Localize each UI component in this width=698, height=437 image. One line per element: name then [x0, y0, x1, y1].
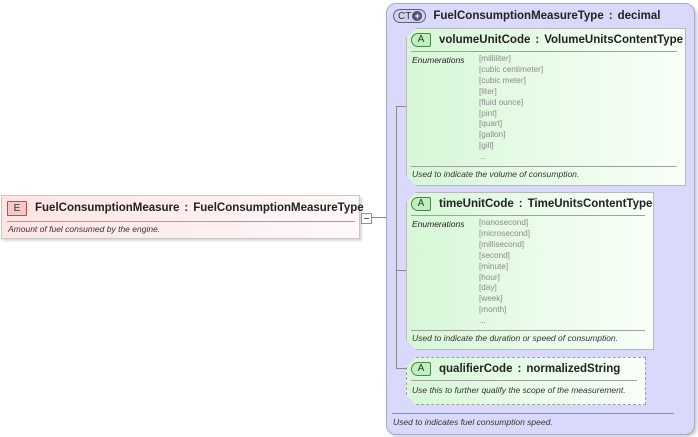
- enumerations-label: Enumerations: [412, 55, 465, 65]
- enum-item: [liter]: [479, 86, 497, 96]
- divider: [411, 380, 637, 381]
- enum-item-ellipsis: ...: [479, 316, 486, 326]
- enumeration-list: [nanosecond] [microsecond] [millisecond]…: [479, 218, 530, 327]
- enum-item: [minute]: [479, 261, 509, 271]
- element-title: E FuelConsumptionMeasure : FuelConsumpti…: [7, 200, 364, 216]
- attribute-type: TimeUnitsContentType: [527, 198, 653, 210]
- enumeration-list: [milliliter] [cubic centimeter] [cubic m…: [479, 54, 543, 163]
- enum-item: [gallon]: [479, 130, 506, 140]
- element-type: FuelConsumptionMeasureType: [193, 202, 364, 214]
- type-separator: :: [535, 34, 540, 46]
- enum-item: [pint]: [479, 108, 497, 118]
- attribute-name: timeUnitCode: [439, 198, 514, 210]
- attribute-title: A volumeUnitCode : VolumeUnitsContentTyp…: [411, 32, 683, 48]
- divider: [7, 221, 355, 222]
- element-name: FuelConsumptionMeasure: [35, 202, 180, 214]
- complex-type-documentation: Used to indicates fuel consumption speed…: [393, 417, 553, 427]
- attribute-documentation: Used to indicate the duration or speed o…: [412, 333, 619, 343]
- enum-item: [cubic centimeter]: [479, 64, 544, 74]
- attribute-type: normalizedString: [526, 363, 621, 375]
- enumerations-label: Enumerations: [412, 219, 465, 229]
- enum-item: [gill]: [479, 141, 494, 151]
- divider: [411, 166, 677, 167]
- complex-type-base: decimal: [617, 10, 661, 22]
- expand-plus-icon: +: [412, 11, 423, 21]
- attribute-title: A qualifierCode : normalizedString: [411, 361, 620, 377]
- enum-item: [millisecond]: [479, 239, 525, 249]
- connector-line: [396, 270, 408, 271]
- connector-line: [371, 217, 396, 218]
- element-documentation: Amount of fuel consumed by the engine.: [8, 224, 161, 234]
- enum-item: [day]: [479, 283, 497, 293]
- enum-item-ellipsis: ...: [479, 152, 486, 162]
- divider: [411, 51, 677, 52]
- connector-line: [396, 106, 408, 107]
- attribute-badge-icon: A: [411, 197, 431, 211]
- element-badge-icon: E: [7, 200, 27, 216]
- type-separator: :: [184, 202, 189, 214]
- enum-item: [second]: [479, 250, 510, 260]
- type-separator: :: [518, 198, 523, 210]
- attribute-qualifier-code[interactable]: A qualifierCode : normalizedString Use t…: [406, 357, 646, 405]
- collapse-toggle-icon[interactable]: [361, 213, 372, 224]
- type-separator: :: [608, 10, 613, 22]
- enum-item: [cubic meter]: [479, 75, 526, 85]
- enum-item: [microsecond]: [479, 228, 530, 238]
- attribute-badge-icon: A: [411, 362, 431, 376]
- attribute-documentation: Used to indicate the volume of consumpti…: [412, 169, 580, 179]
- enum-item: [quart]: [479, 119, 503, 129]
- attribute-type: VolumeUnitsContentType: [544, 34, 684, 46]
- divider: [411, 215, 645, 216]
- element-node-fuel-consumption-measure[interactable]: E FuelConsumptionMeasure : FuelConsumpti…: [1, 195, 364, 239]
- attribute-documentation: Use this to further qualify the scope of…: [412, 385, 626, 395]
- attribute-name: qualifierCode: [439, 363, 513, 375]
- complex-type-badge-label: CT: [398, 10, 412, 22]
- attribute-title: A timeUnitCode : TimeUnitsContentType: [411, 196, 652, 212]
- type-separator: :: [517, 363, 522, 375]
- divider: [392, 413, 674, 414]
- divider: [411, 330, 645, 331]
- complex-type-name: FuelConsumptionMeasureType: [433, 10, 604, 22]
- connector-line: [396, 368, 408, 369]
- enum-item: [week]: [479, 294, 503, 304]
- attribute-badge-icon: A: [411, 33, 431, 47]
- enum-item: [fluid ounce]: [479, 97, 524, 107]
- attribute-volume-unit-code[interactable]: A volumeUnitCode : VolumeUnitsContentTyp…: [406, 28, 686, 186]
- enum-item: [milliliter]: [479, 54, 511, 63]
- complex-type-title: CT + FuelConsumptionMeasureType : decima…: [393, 8, 660, 24]
- enum-item: [nanosecond]: [479, 218, 529, 227]
- attribute-bracket-line: [396, 106, 397, 368]
- enum-item: [month]: [479, 305, 507, 315]
- complex-type-badge-icon: CT +: [393, 9, 427, 23]
- enum-item: [hour]: [479, 272, 500, 282]
- attribute-name: volumeUnitCode: [439, 34, 531, 46]
- attribute-time-unit-code[interactable]: A timeUnitCode : TimeUnitsContentType En…: [406, 192, 654, 350]
